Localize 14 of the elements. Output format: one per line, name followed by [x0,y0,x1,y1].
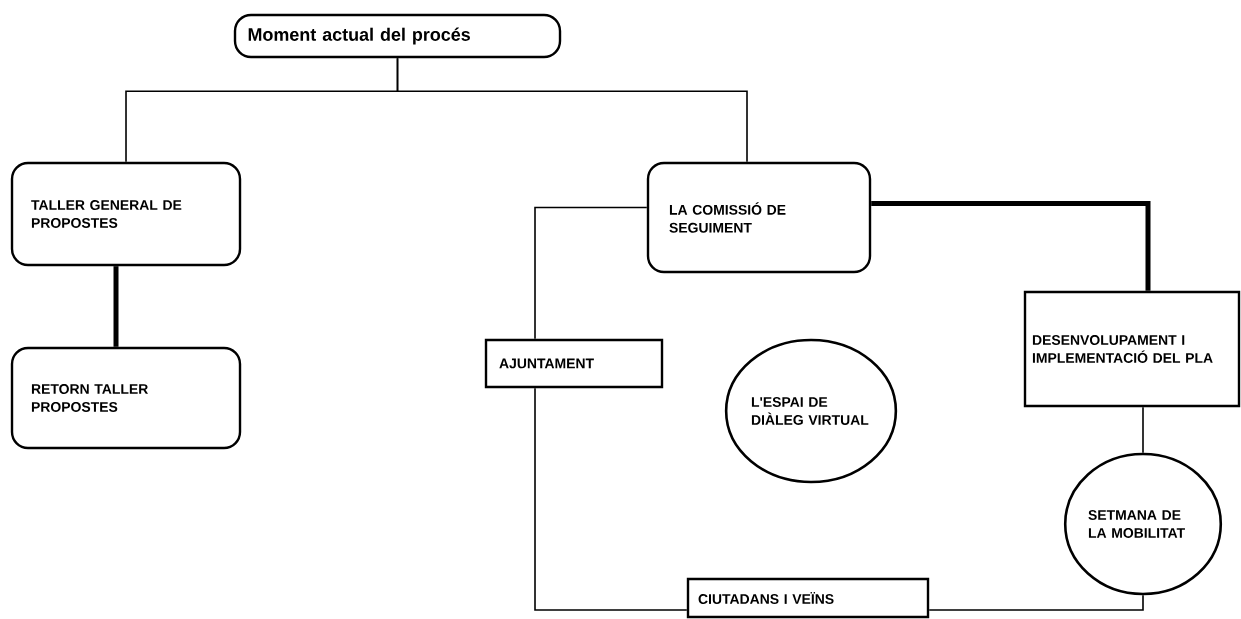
connector-line [928,594,1144,611]
connector-line [534,206,648,340]
connector-line [871,201,1151,291]
title-box: Moment actual del procés [233,13,562,59]
connector-line [534,387,688,611]
process-box: DESENVOLUPAMENT I IMPLEMENTACIÓ DEL PLA [1023,290,1241,408]
process-box: AJUNTAMENT [484,338,664,389]
connector-line [396,57,748,163]
process-box: CIUTADANS I VEÏNS [686,577,930,619]
connector-line [113,266,119,347]
process-box: TALLER GENERAL DE PROPOSTES [10,161,242,267]
connector-line [1142,406,1144,454]
process-box: RETORN TALLER PROPOSTES [10,346,242,450]
process-box: LA COMISSIÓ DE SEGUIMENT [646,161,872,274]
